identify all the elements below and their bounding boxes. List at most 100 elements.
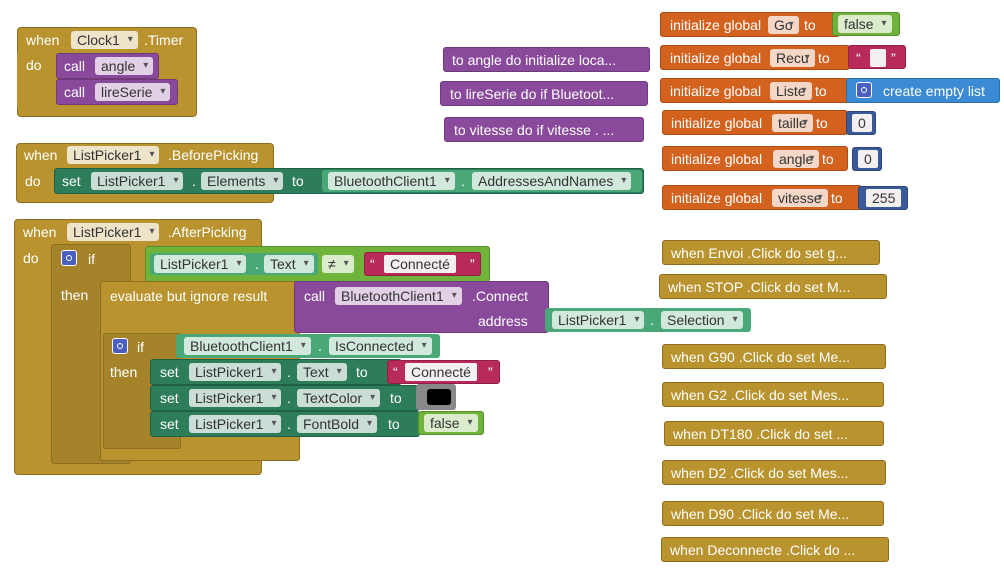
connect-method-label: .Connect xyxy=(472,288,529,304)
global-name-field[interactable]: Recu xyxy=(770,49,815,67)
bool-dropdown[interactable]: false xyxy=(424,414,478,432)
bool-dropdown[interactable]: false xyxy=(838,15,892,33)
when-keyword: when xyxy=(23,224,57,240)
proc-vitesse-collapsed[interactable] xyxy=(444,117,644,142)
event-d2-click-collapsed[interactable] xyxy=(662,460,886,485)
global-liste-block[interactable] xyxy=(660,78,850,103)
listpicker1-dropdown[interactable]: ListPicker1 xyxy=(189,415,282,433)
listpicker1-dropdown[interactable]: ListPicker1 xyxy=(552,311,645,329)
collapsed-label: when STOP .Click do set M... xyxy=(668,279,851,295)
to-keyword: to xyxy=(390,390,402,406)
beforepicking-event-label: .BeforePicking xyxy=(168,147,259,163)
to-keyword: to xyxy=(804,17,816,33)
textcolor-property-dropdown[interactable]: TextColor xyxy=(297,389,381,407)
set-keyword: set xyxy=(160,416,179,432)
clock1-dropdown[interactable]: Clock1 xyxy=(71,31,138,49)
text-property-dropdown[interactable]: Text xyxy=(264,255,314,273)
addressesandnames-dropdown[interactable]: AddressesAndNames xyxy=(472,172,632,190)
proc-lireserie-dropdown[interactable]: lireSerie xyxy=(95,83,171,101)
collapsed-label: when D90 .Click do set Me... xyxy=(671,506,850,522)
listpicker1-dropdown[interactable]: ListPicker1 xyxy=(91,172,184,190)
then-keyword: then xyxy=(61,287,89,303)
to-keyword: to xyxy=(815,83,827,99)
elements-property-dropdown[interactable]: Elements xyxy=(201,172,284,190)
event-g2-click-collapsed[interactable] xyxy=(662,382,884,407)
event-stop-click-collapsed[interactable] xyxy=(659,274,887,299)
collapsed-label: when G2 .Click do set Mes... xyxy=(671,387,850,403)
set-keyword: set xyxy=(160,364,179,380)
event-envoi-click-collapsed[interactable] xyxy=(662,240,880,265)
if-keyword: if xyxy=(137,339,144,355)
collapsed-label: when D2 .Click do set Mes... xyxy=(671,465,849,481)
selection-property-dropdown[interactable]: Selection xyxy=(661,311,743,329)
collapsed-label: to lireSerie do if Bluetoot... xyxy=(450,86,615,102)
number-field[interactable]: 0 xyxy=(858,150,878,168)
init-global-label: initialize global xyxy=(671,115,763,131)
mutator-gear-icon[interactable] xyxy=(856,82,872,98)
proc-lireserie-collapsed[interactable] xyxy=(440,81,648,106)
init-global-label: initialize global xyxy=(670,17,762,33)
proc-angle-dropdown[interactable]: angle xyxy=(95,57,154,75)
global-name-field[interactable]: Liste xyxy=(770,82,812,100)
string-value-field[interactable]: Connecté xyxy=(405,363,477,381)
init-global-label: initialize global xyxy=(670,83,762,99)
mutator-gear-icon[interactable] xyxy=(61,250,77,266)
event-dt180-click-collapsed[interactable] xyxy=(664,421,884,446)
isconnected-dropdown[interactable]: IsConnected xyxy=(329,337,432,355)
event-g90-click-collapsed[interactable] xyxy=(662,344,886,369)
global-vitesse-block[interactable] xyxy=(662,185,862,210)
listpicker1-dropdown[interactable]: ListPicker1 xyxy=(154,255,247,273)
global-name-field[interactable]: vitesse xyxy=(772,189,828,207)
collapsed-label: to angle do initialize loca... xyxy=(452,52,617,68)
text-property-dropdown[interactable]: Text xyxy=(297,363,347,381)
call-keyword: call xyxy=(304,288,326,304)
timer-event-label: .Timer xyxy=(144,32,184,48)
to-keyword: to xyxy=(388,416,400,432)
to-keyword: to xyxy=(292,173,304,189)
global-go-block[interactable] xyxy=(660,12,840,37)
event-deconnecte-click-collapsed[interactable] xyxy=(661,537,889,562)
string-value-field[interactable]: Connecté xyxy=(384,255,456,273)
call-keyword: call xyxy=(64,84,86,100)
fontbold-property-dropdown[interactable]: FontBold xyxy=(297,415,378,433)
proc-angle-collapsed[interactable] xyxy=(443,47,650,72)
call-keyword: call xyxy=(64,58,86,74)
set-keyword: set xyxy=(62,173,81,189)
if-keyword: if xyxy=(88,251,95,267)
global-name-field[interactable]: taille xyxy=(772,114,813,132)
listpicker1-dropdown[interactable]: ListPicker1 xyxy=(67,146,160,164)
listpicker1-dropdown[interactable]: ListPicker1 xyxy=(67,223,160,241)
number-field[interactable]: 0 xyxy=(852,114,872,132)
global-recu-block[interactable] xyxy=(660,45,850,70)
init-global-label: initialize global xyxy=(670,50,762,66)
to-keyword: to xyxy=(816,115,828,131)
list-label: create empty list xyxy=(883,83,985,99)
listpicker1-dropdown[interactable]: ListPicker1 xyxy=(189,363,282,381)
do-keyword: do xyxy=(26,57,42,73)
bluetoothclient1-dropdown[interactable]: BluetoothClient1 xyxy=(335,287,462,305)
bluetoothclient1-dropdown[interactable]: BluetoothClient1 xyxy=(328,172,455,190)
global-taille-block[interactable] xyxy=(662,110,848,135)
when-keyword: when xyxy=(26,32,60,48)
init-global-label: initialize global xyxy=(671,190,763,206)
neq-operator-dropdown[interactable]: ≠ xyxy=(322,255,354,273)
global-name-field[interactable]: angle xyxy=(773,150,820,168)
collapsed-label: to vitesse do if vitesse . ... xyxy=(454,122,615,138)
mutator-gear-icon[interactable] xyxy=(112,338,128,354)
color-swatch[interactable] xyxy=(427,389,451,405)
global-name-field[interactable]: Go xyxy=(768,16,799,34)
event-d90-click-collapsed[interactable] xyxy=(662,501,884,526)
evaluate-label: evaluate but ignore result xyxy=(110,288,268,304)
then-keyword: then xyxy=(110,364,138,380)
init-global-label: initialize global xyxy=(671,151,763,167)
to-keyword: to xyxy=(831,190,843,206)
listpicker1-dropdown[interactable]: ListPicker1 xyxy=(189,389,282,407)
string-value-field[interactable] xyxy=(870,49,886,67)
afterpicking-event-label: .AfterPicking xyxy=(168,224,247,240)
bluetoothclient1-dropdown[interactable]: BluetoothClient1 xyxy=(184,337,311,355)
number-field[interactable]: 255 xyxy=(866,189,902,207)
do-keyword: do xyxy=(23,250,39,266)
do-keyword: do xyxy=(25,173,41,189)
set-keyword: set xyxy=(160,390,179,406)
address-label: address xyxy=(478,313,528,329)
